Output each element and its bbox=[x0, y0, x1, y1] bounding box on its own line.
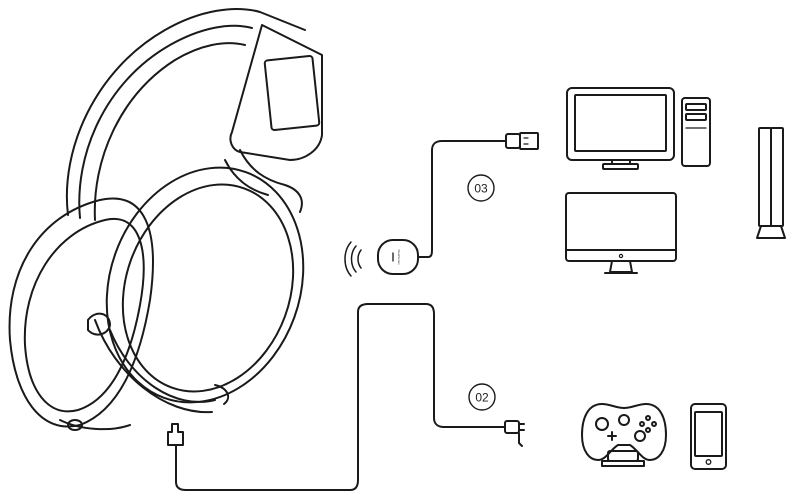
step-number-02: 02 bbox=[475, 391, 489, 405]
gamepad-icon bbox=[581, 403, 667, 467]
phone-icon bbox=[690, 403, 727, 470]
usb-cable-line bbox=[417, 140, 507, 258]
transmitter-brand: SteelSeries bbox=[397, 249, 401, 265]
headset-icon bbox=[8, 8, 323, 431]
wireless-transmitter-icon: SteelSeries bbox=[377, 239, 419, 275]
headband-outer bbox=[66, 8, 306, 216]
mic-stub bbox=[87, 312, 111, 336]
monitor-icon bbox=[566, 87, 675, 170]
earcup-shell bbox=[8, 197, 154, 428]
step-badge-02: 02 bbox=[468, 383, 496, 411]
headset-plug bbox=[167, 423, 184, 446]
slider-window bbox=[263, 54, 321, 132]
earcup-plate-inner bbox=[121, 183, 295, 393]
imac-icon bbox=[565, 192, 677, 274]
console-icon bbox=[756, 127, 786, 239]
headband-slider bbox=[229, 24, 323, 161]
analog-cable bbox=[167, 303, 525, 491]
usb-plug-icon bbox=[505, 132, 539, 150]
ear-cushion bbox=[23, 217, 145, 413]
step-badge-03: 03 bbox=[467, 174, 495, 202]
headband-mid bbox=[78, 24, 253, 219]
step-number-03: 03 bbox=[474, 182, 488, 196]
wireless-signal-icon bbox=[344, 241, 362, 277]
analog-cable-line bbox=[175, 303, 506, 491]
yoke bbox=[239, 149, 303, 213]
earcup-plate bbox=[105, 166, 305, 404]
headband-inner bbox=[93, 42, 246, 221]
pc-tower-icon bbox=[681, 97, 711, 167]
audio-jack-icon bbox=[504, 420, 525, 447]
